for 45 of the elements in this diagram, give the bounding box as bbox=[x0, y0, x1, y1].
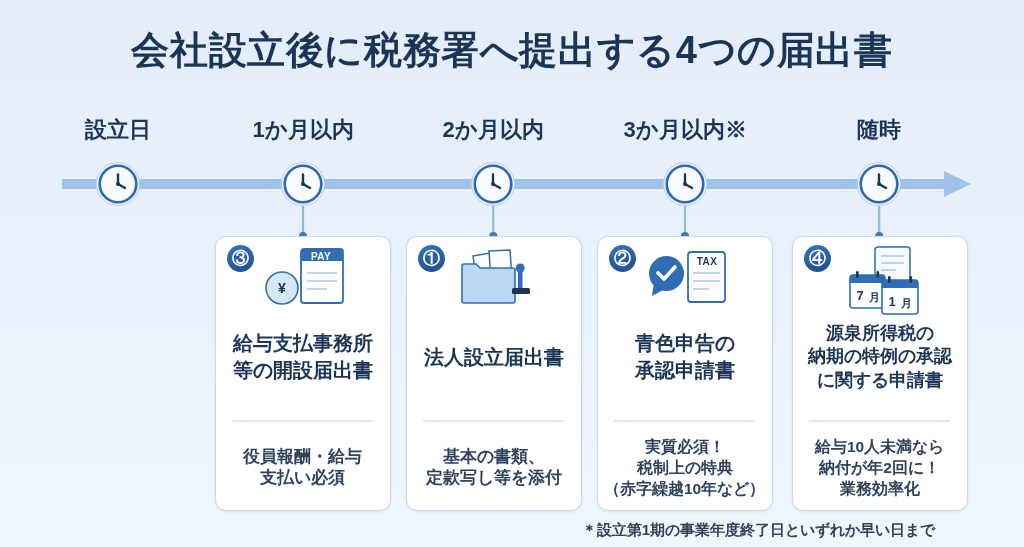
card-title: 青色申告の承認申請書 bbox=[634, 330, 735, 383]
clock-icon bbox=[280, 161, 326, 207]
timeline-bar bbox=[706, 179, 858, 189]
card-text: 基本の書類、定款写し等を添付 bbox=[425, 445, 562, 488]
title: 会社設立後に税務署へ提出する4つの届出書 bbox=[131, 27, 893, 73]
icon-text: 7 bbox=[856, 287, 864, 303]
icon-text: TAX bbox=[696, 255, 718, 267]
clock-icon bbox=[470, 161, 516, 207]
timeline-label: 設立日 bbox=[85, 116, 151, 144]
card bbox=[215, 236, 391, 511]
timeline-label: 1か月以内 bbox=[252, 116, 354, 144]
card-title: 給与支払事務所等の開設届出書 bbox=[232, 330, 373, 383]
connector-line bbox=[299, 205, 307, 236]
card-text: 役員報酬・給与支払い必須 bbox=[243, 445, 362, 488]
timeline-label: 2か月以内 bbox=[442, 116, 544, 144]
card bbox=[597, 236, 773, 511]
footnote: ＊設立第1期の事業年度終了日といずれか早い日まで bbox=[581, 520, 935, 540]
icon-text: 月 bbox=[900, 295, 912, 310]
icon-text: 1 bbox=[888, 293, 896, 309]
card-text: 実質必須！税制上の特典（赤字繰越10年など） bbox=[603, 436, 766, 498]
icon-text: ¥ bbox=[278, 280, 286, 296]
connector-line bbox=[489, 205, 498, 236]
icon-text: 月 bbox=[868, 289, 880, 304]
connector-line bbox=[875, 205, 884, 236]
card-title: 源泉所得税の納期の特例の承認に関する申請書 bbox=[807, 321, 952, 392]
clock-icon bbox=[662, 161, 708, 207]
clock-icon bbox=[856, 161, 902, 207]
card-title: 法人設立届出書 bbox=[423, 344, 564, 370]
timeline-bar bbox=[139, 179, 282, 189]
card bbox=[406, 236, 582, 511]
clock-icon bbox=[95, 161, 141, 207]
card-text: 給与10人未満なら納付が年2回に！業務効率化 bbox=[814, 436, 945, 498]
timeline-bar bbox=[324, 179, 472, 189]
number-badge: ③ bbox=[227, 245, 254, 272]
timeline-label: 3か月以内※ bbox=[623, 116, 747, 144]
card bbox=[792, 236, 968, 511]
timeline-bar bbox=[62, 179, 97, 189]
connector-line bbox=[681, 205, 689, 236]
number-badge: ① bbox=[418, 245, 445, 272]
icon-text: PAY bbox=[310, 250, 332, 261]
timeline-arrow bbox=[900, 171, 971, 197]
number-badge: ④ bbox=[804, 245, 831, 272]
number-badge: ② bbox=[609, 245, 636, 272]
timeline-bar bbox=[514, 179, 664, 189]
timeline-label: 随時 bbox=[857, 116, 901, 144]
